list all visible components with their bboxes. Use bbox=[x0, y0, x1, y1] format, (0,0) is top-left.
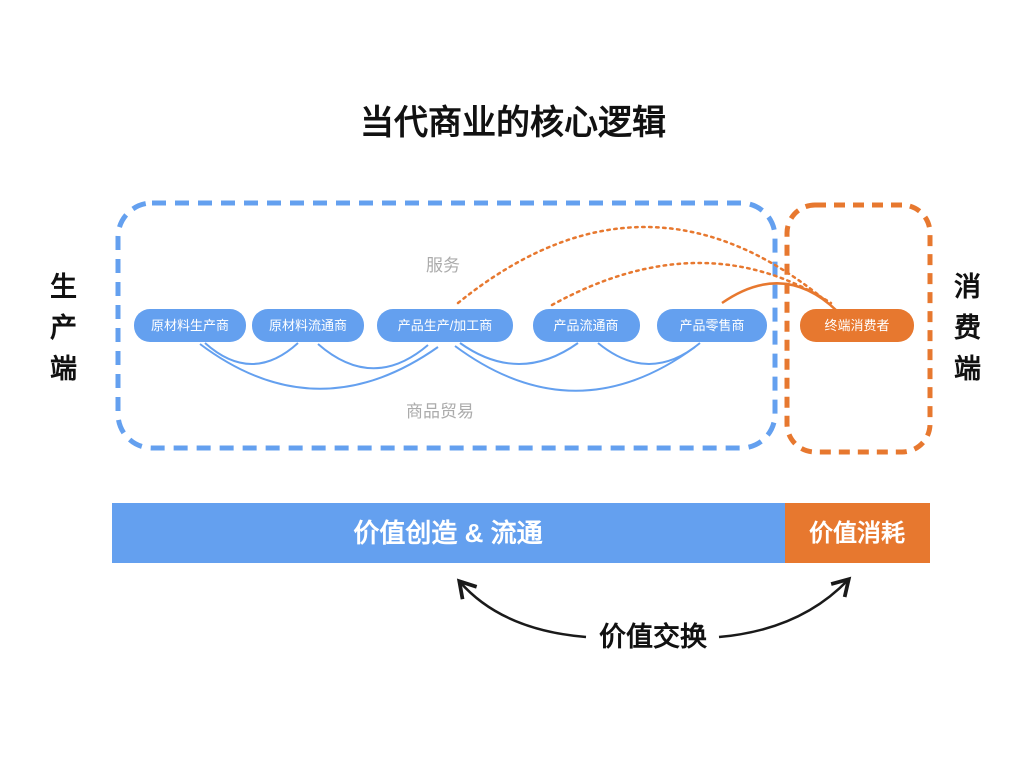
value-bar: 价值创造 & 流通 价值消耗 bbox=[112, 503, 930, 563]
production-side-label: 生产端 bbox=[46, 272, 76, 395]
node-end-consumer: 终端消费者 bbox=[800, 309, 914, 342]
trade-arc-3-4 bbox=[459, 342, 579, 365]
value-consume-label: 价值消耗 bbox=[809, 519, 905, 547]
node-pill bbox=[134, 309, 246, 342]
consumption-side-label: 消费端 bbox=[950, 272, 980, 395]
node-pill bbox=[657, 309, 767, 342]
trade-arc-1-3 bbox=[199, 343, 439, 390]
consumption-zone-border bbox=[784, 202, 933, 455]
trade-zone-label: 商品贸易 bbox=[406, 402, 474, 421]
exchange-arrow-right bbox=[718, 576, 852, 639]
node-pill bbox=[377, 309, 513, 342]
service-arc-distributor-consumer bbox=[550, 261, 833, 307]
node-pill bbox=[252, 309, 364, 342]
node-label: 原材料生产商 bbox=[151, 318, 229, 333]
service-arc-retailer-consumer bbox=[721, 282, 838, 312]
exchange-arrow-left bbox=[456, 578, 587, 639]
service-arc-producer-consumer bbox=[456, 225, 828, 305]
node-pill bbox=[800, 309, 914, 342]
node-product-manufacturer: 产品生产/加工商 bbox=[377, 309, 513, 342]
node-raw-material-producer: 原材料生产商 bbox=[134, 309, 246, 342]
node-label: 原材料流通商 bbox=[269, 318, 347, 333]
page-title: 当代商业的核心逻辑 bbox=[360, 104, 666, 142]
trade-arc-2-3 bbox=[317, 343, 429, 370]
value-consume-bar bbox=[785, 503, 930, 563]
exchange-label: 价值交换 bbox=[599, 621, 708, 652]
value-create-label: 价值创造 & 流通 bbox=[353, 518, 542, 548]
service-zone-label: 服务 bbox=[426, 256, 460, 275]
value-create-bar bbox=[112, 503, 785, 563]
node-pill bbox=[533, 309, 640, 342]
node-label: 产品生产/加工商 bbox=[398, 318, 493, 333]
node-raw-material-distributor: 原材料流通商 bbox=[252, 309, 364, 342]
node-label: 终端消费者 bbox=[824, 318, 889, 333]
node-product-distributor: 产品流通商 bbox=[533, 309, 640, 342]
node-product-retailer: 产品零售商 bbox=[657, 309, 767, 342]
node-label: 产品零售商 bbox=[679, 318, 744, 333]
trade-arc-1-2 bbox=[204, 342, 299, 365]
trade-arc-3-5 bbox=[454, 345, 696, 392]
node-label: 产品流通商 bbox=[553, 318, 618, 333]
